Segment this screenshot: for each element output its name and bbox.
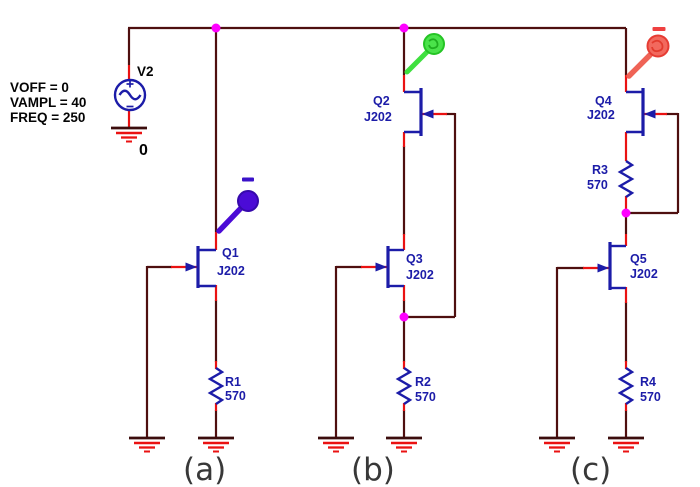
wires xyxy=(127,26,680,438)
jfet-q1[interactable]: Q1 J202 xyxy=(185,246,245,288)
jfet-q2[interactable]: Q2 J202 xyxy=(364,88,434,136)
probe-swirl-icon xyxy=(428,38,439,50)
probe-stem xyxy=(626,52,653,79)
probe-stem xyxy=(404,49,430,75)
ground-symbol-c-gate[interactable] xyxy=(537,436,577,453)
resistor-zigzag-icon xyxy=(617,367,635,405)
resistor-zigzag-icon xyxy=(395,367,413,405)
vsource-circle-icon xyxy=(113,78,147,112)
gate-arrow-icon xyxy=(422,109,434,119)
probe-ball-icon xyxy=(423,33,445,55)
label-r1-ref[interactable]: R1 xyxy=(225,375,241,389)
resistor-r4[interactable]: R4 570 xyxy=(617,367,661,405)
ground-symbol-b-gate[interactable] xyxy=(316,436,356,453)
jfet-q4[interactable]: Q4 J202 xyxy=(587,88,656,136)
label-q2-model[interactable]: J202 xyxy=(364,110,392,124)
label-r2-ref[interactable]: R2 xyxy=(415,375,431,389)
label-q4-model[interactable]: J202 xyxy=(587,108,615,122)
minus-icon xyxy=(242,177,254,182)
ground-symbol-c-source[interactable] xyxy=(606,436,646,453)
sine-wave-icon xyxy=(118,89,142,101)
ground-symbol-a-gate[interactable] xyxy=(127,436,167,453)
label-r2-value[interactable]: 570 xyxy=(415,390,436,404)
label-r1-value[interactable]: 570 xyxy=(225,389,246,403)
label-q4-ref[interactable]: Q4 xyxy=(595,94,612,108)
junction-dot xyxy=(399,312,409,322)
resistor-zigzag-icon xyxy=(617,160,635,198)
label-freq[interactable]: FREQ = 250 xyxy=(10,110,85,125)
probe-ball-icon xyxy=(646,34,670,58)
gate-arrow-icon xyxy=(185,262,197,272)
ground-symbol-b-source[interactable] xyxy=(384,436,424,453)
label-q1-ref[interactable]: Q1 xyxy=(222,246,239,260)
junction-dot xyxy=(211,23,221,33)
label-q2-ref[interactable]: Q2 xyxy=(373,94,390,108)
label-ground-0[interactable]: 0 xyxy=(139,142,148,159)
probe-marker-purple[interactable] xyxy=(216,177,259,234)
label-voff[interactable]: VOFF = 0 xyxy=(10,80,69,95)
probe-marker-red[interactable] xyxy=(626,27,670,79)
label-r3-ref[interactable]: R3 xyxy=(592,163,608,177)
resistor-r1[interactable]: R1 570 xyxy=(207,367,246,405)
probe-ball-icon xyxy=(237,190,259,212)
resistor-r3[interactable]: R3 570 xyxy=(587,160,635,198)
label-v2-ref[interactable]: V2 xyxy=(137,64,154,79)
label-q3-model[interactable]: J202 xyxy=(406,268,434,282)
label-vampl[interactable]: VAMPL = 40 xyxy=(10,95,86,110)
jfet-q5[interactable]: Q5 J202 xyxy=(597,242,658,290)
jfet-q3[interactable]: Q3 J202 xyxy=(375,246,434,288)
gate-arrow-icon xyxy=(375,262,387,272)
ground-symbol-a-source[interactable] xyxy=(196,436,236,453)
ground-symbol-v2[interactable] xyxy=(109,126,149,143)
junction-dot xyxy=(399,23,409,33)
gate-arrow-icon xyxy=(644,109,656,119)
junction-dot xyxy=(621,208,631,218)
label-r4-ref[interactable]: R4 xyxy=(640,375,656,389)
section-label-c: (c) xyxy=(570,452,611,487)
label-r4-value[interactable]: 570 xyxy=(640,390,661,404)
label-q5-ref[interactable]: Q5 xyxy=(630,252,647,266)
label-q5-model[interactable]: J202 xyxy=(630,267,658,281)
resistor-zigzag-icon xyxy=(207,367,225,405)
probe-marker-green[interactable] xyxy=(404,33,445,75)
probe-stem xyxy=(216,204,245,234)
label-r3-value[interactable]: 570 xyxy=(587,178,608,192)
resistor-r2[interactable]: R2 570 xyxy=(395,367,436,405)
section-label-b: (b) xyxy=(351,452,395,487)
section-label-a: (a) xyxy=(183,452,226,487)
gate-arrow-icon xyxy=(597,263,609,273)
minus-icon xyxy=(652,27,666,31)
probe-swirl-icon xyxy=(651,39,664,53)
label-q3-ref[interactable]: Q3 xyxy=(406,252,423,266)
label-q1-model[interactable]: J202 xyxy=(217,264,245,278)
vsource-v2[interactable]: V2 xyxy=(113,64,154,112)
